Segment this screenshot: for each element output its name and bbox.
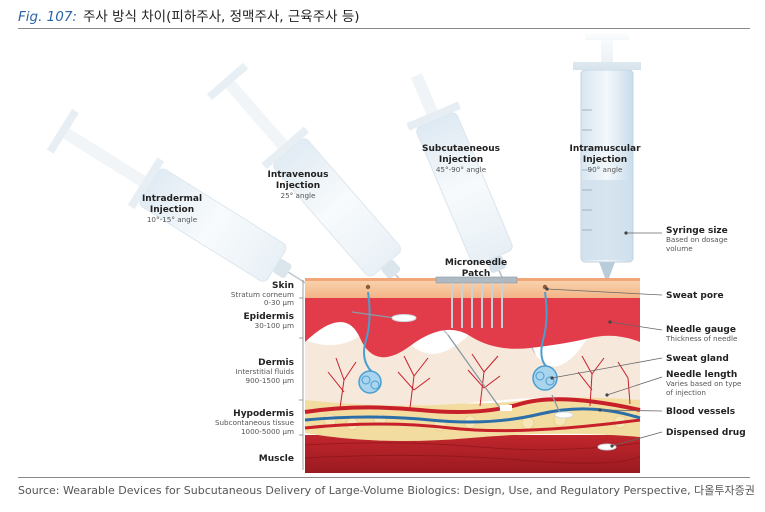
subcutaneous-title1: Subcutaeneous [422,144,500,154]
intravenous-title2: Injection [276,181,320,191]
dispensed-drug-title: Dispensed drug [666,428,746,438]
intramuscular-title1: Intramuscular [569,144,641,154]
skin-cross-section [304,276,641,473]
injection-diagram: Skin Stratum corneum 0-30 µm Epidermis 3… [0,30,765,473]
needle-length-desc2: of injection [666,388,706,397]
subcutaneous-title2: Injection [439,155,483,165]
intravenous-title1: Intravenous [268,170,329,180]
figure-label: Fig. 107: [18,9,77,25]
syringe-size-title: Syringe size [666,226,728,236]
intramuscular-title2: Injection [583,155,627,165]
layer-dermis-desc2: 900-1500 µm [246,376,294,385]
needle-gauge-desc1: Thickness of needle [665,334,738,343]
blood-vessels-title: Blood vessels [666,407,735,417]
layer-dermis-label: Dermis [258,358,294,368]
intradermal-angle: 10°-15° angle [147,215,198,224]
sweat-pore-title: Sweat pore [666,291,724,301]
layer-dermis-desc1: Interstitial fluids [236,367,295,376]
source-note: Source: Wearable Devices for Subcutaneou… [18,484,755,497]
layer-bracket [299,280,304,470]
needle-gauge-title: Needle gauge [666,325,736,335]
microneedle-title2: Patch [462,269,490,279]
needle-length-desc1: Varies based on type [666,379,742,388]
microneedle-patch [435,276,518,328]
layer-skin-desc1: Stratum corneum [231,290,294,299]
intradermal-title1: Intradermal [142,194,202,204]
layer-muscle-label: Muscle [259,454,294,464]
intradermal-syringe [46,108,353,313]
sweat-gland-title: Sweat gland [666,354,729,364]
title-rule [18,28,750,29]
layer-hypodermis-label: Hypodermis [233,409,294,419]
layer-skin-desc2: 0-30 µm [264,298,294,307]
layer-epidermis-desc1: 30-100 µm [255,321,294,330]
figure-title-text: 주사 방식 차이(피하주사, 정맥주사, 근육주사 등) [82,9,360,25]
intravenous-angle: 25° angle [281,191,317,200]
layer-hypodermis-desc1: Subcontaneous tissue [215,418,295,427]
needle-length-title: Needle length [666,370,737,380]
layer-skin-label: Skin [272,281,294,291]
syringe-size-desc1: Based on dosage [666,235,728,244]
subcutaneous-angle: 45°-90° angle [436,165,487,174]
leader-lines [546,232,663,447]
microneedle-title1: Microneedle [445,258,507,268]
intramuscular-angle: 90° angle [588,165,624,174]
syringe-size-desc2: volume [666,244,693,253]
layer-hypodermis-desc2: 1000-5000 µm [241,427,294,436]
sweat-gland-right [532,291,558,391]
figure-title: Fig. 107: 주사 방식 차이(피하주사, 정맥주사, 근육주사 등) [18,5,360,25]
sweat-gland-left [358,291,382,394]
source-rule [18,477,750,478]
layer-epidermis-label: Epidermis [244,312,294,322]
leader-dots [545,231,628,448]
intradermal-title2: Injection [150,205,194,215]
